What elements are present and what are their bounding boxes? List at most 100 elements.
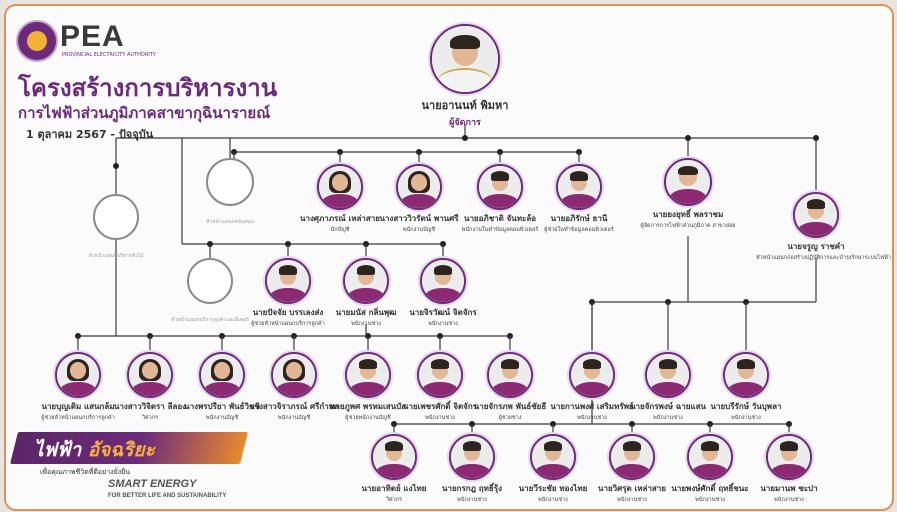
vacant-card: หัวหน้าแผนกบริหารทั่วไป [56,194,176,259]
staff-role: ผู้ช่วยหัวหน้าแผนกบริการลูกค้า [251,321,325,327]
staff-avatar [417,352,463,398]
staff-name: นายจรูญ ราชคำ [787,242,845,251]
connector-node [813,135,819,141]
staff-card: นางสาววิจิตรา ลีลอง วิศวกร [90,352,210,422]
vacant-role: หัวหน้าแผนกสนับสนุน [206,219,254,225]
vacant-role: หัวหน้าแผนกบริการลูกค้าและมิเตอร์ [171,317,249,323]
staff-card: นายอภิชาติ จันทะล้อ พนักงานในทำข้อมูลคอม… [440,164,560,234]
staff-role: พนักงานช่าง [653,415,683,421]
staff-card: นายมนัส กลิ่นพุฒ พนักงานช่าง [306,258,426,328]
staff-avatar [345,352,391,398]
staff-avatar [687,434,733,480]
staff-avatar [127,352,173,398]
staff-name: นายวิศรุต เหล่าสาย [598,484,666,493]
staff-avatar [343,258,389,304]
staff-card: นายอาทิตย์ แงไทย วิศวกร [334,434,454,504]
staff-role: พนักงานช่าง [617,497,647,503]
staff-name: นายกานพงศ์ เสริมทรัพย์ [550,402,634,411]
staff-card: นายจรูญ ราชคำ หัวหน้าแผนกก่อสร้างปฏิบัติ… [756,192,891,262]
staff-card: นายเพชรศักดิ์ จิตจักร พนักงานช่าง [380,352,500,422]
staff-role: พนักงานช่าง [538,497,568,503]
staff-card: นายพงษ์ศักดิ์ ฤทธิ์ชนะ พนักงานช่าง [650,434,770,504]
staff-role: พนักงานช่าง [774,497,804,503]
staff-card: นายปัจจัย บรรเลงส่ง ผู้ช่วยหัวหน้าแผนกบร… [228,258,348,328]
staff-name: นายอภิชาติ จันทะล้อ [463,214,537,223]
staff-name: นายมนัส กลิ่นพุฒ [335,308,397,317]
staff-card: นางสาววิวรัตน์ พานศรี พนักงานบัญชี [359,164,479,234]
staff-name: นายเพชรศักดิ์ จิตจักร [403,402,477,411]
staff-avatar [487,352,533,398]
staff-card: นางศุภาภรณ์ เหล่าสาย นักบัญชี [280,164,400,234]
staff-name: นายภูพศ พรหมเสนบัส [329,402,407,411]
staff-role: พนักงานช่าง [577,415,607,421]
staff-name: นางสาวจิราภรณ์ ศรีกำพล [249,402,339,411]
staff-avatar [265,258,311,304]
staff-role: พนักงานบัญชี [205,415,239,421]
staff-name: นางสาววิจิตรา ลีลอง [113,402,187,411]
staff-avatar [371,434,417,480]
staff-card: นายบรีรักษ์ วันบุพลา พนักงานช่าง [686,352,806,422]
staff-role: พนักงานช่าง [695,497,725,503]
staff-avatar [664,158,712,206]
staff-role: ผู้จัดการการไฟฟ้าส่วนภูมิภาค สาขาย่อย [640,223,736,229]
org-chart-board: PEA PROVINCIAL ELECTRICITY AUTHORITY โคร… [4,4,894,511]
logo-subtext: PROVINCIAL ELECTRICITY AUTHORITY [62,52,156,58]
staff-name: นายบรีรักษ์ วันบุพลา [710,402,782,411]
staff-name: นางพรปรียา พันธ์วิชชิ [184,402,260,411]
staff-name: นายพงษ์ศักดิ์ ฤทธิ์ชนะ [671,484,749,493]
staff-card: นายภูพศ พรหมเสนบัส ผู้ช่วยพนักงานบัญชี [308,352,428,422]
staff-card: นายจิรวัฒน์ จิตจักร พนักงานช่าง [383,258,503,328]
staff-role: ผู้ช่วยในทำข้อมูลคอมพิวเตอร์ [544,227,614,233]
staff-name: นายปัจจัย บรรเลงส่ง [252,308,324,317]
staff-name: นายอภิรักษ์ ธานี [550,214,608,223]
pea-emblem-icon [16,20,58,62]
brand-title: ไฟฟ้า อัจฉริยะ [34,435,155,465]
staff-card: นายวีระชัย ทองไทย พนักงานช่าง [493,434,613,504]
staff-role: พนักงานช่าง [351,321,381,327]
staff-role: พนักงานช่าง [457,497,487,503]
staff-card: นายบุญเติม แสนกล้ม ผู้ช่วยหัวหน้าแผนกบริ… [18,352,138,422]
staff-name: นายจักรภพ พันธ์ชัยธี [473,402,547,411]
staff-avatar [199,352,245,398]
manager-name: นายอานนท์ พิมหา [421,99,509,112]
staff-role: พนักงานช่าง [428,321,458,327]
staff-role: พนักงานบัญชี [402,227,436,233]
staff-card: นายจักรภพ พันธ์ชัยธี ผู้ช่วยช่าง [450,352,570,422]
staff-avatar [793,192,839,238]
staff-avatar [530,434,576,480]
staff-card: นายจักรพงษ์ ฉายแสน พนักงานช่าง [608,352,728,422]
staff-name: นายบุญเติม แสนกล้ม [41,402,115,411]
smart-energy-brand: ไฟฟ้า อัจฉริยะ เพื่อคุณภาพชีวิตที่ดีอย่า… [10,432,254,504]
brand-title-b: อัจฉริยะ [87,439,155,461]
staff-card: นางสาวจิราภรณ์ ศรีกำพล พนักงานบัญชี [234,352,354,422]
staff-card: นายกานพงศ์ เสริมทรัพย์ พนักงานช่าง [532,352,652,422]
staff-role: พนักงานช่าง [731,415,761,421]
staff-avatar [609,434,655,480]
staff-name: นายอาทิตย์ แงไทย [361,484,427,493]
staff-avatar [55,352,101,398]
page-title: โครงสร้างการบริหารงาน [18,74,278,102]
vacant-avatar [187,258,233,304]
logo-text: PEA [60,20,125,53]
staff-name: นายกรกฎ ฤทธิ์รุ้ง [442,484,502,493]
staff-name: นายจักรพงษ์ ฉายแสน [630,402,706,411]
manager-card: นายอานนท์ พิมหา ผู้จัดการ [405,24,525,129]
staff-card: นางพรปรียา พันธ์วิชชิ พนักงานบัญชี [162,352,282,422]
page-subtitle: การไฟฟ้าส่วนภูมิภาคสาขากุฉินารายณ์ [18,104,271,122]
vacant-card: หัวหน้าแผนกบริการลูกค้าและมิเตอร์ [150,258,270,323]
brand-smart-energy-sub: FOR BETTER LIFE AND SUSTAINABILITY [108,493,227,499]
connector-node [113,163,119,169]
staff-role: นักบัญชี [330,227,350,233]
vacant-avatar [206,158,254,206]
staff-avatar [569,352,615,398]
staff-avatar [449,434,495,480]
brand-tagline: เพื่อคุณภาพชีวิตที่ดีอย่างยั่งยืน [40,468,130,476]
vacant-card: หัวหน้าแผนกสนับสนุน [170,158,290,225]
staff-card: นายยงยุทธิ์ พลราชม ผู้จัดการการไฟฟ้าส่วน… [628,158,748,230]
staff-name: นางสาววิวรัตน์ พานศรี [379,214,459,223]
staff-avatar [645,352,691,398]
staff-card: นายวิศรุต เหล่าสาย พนักงานช่าง [572,434,692,504]
brand-smart-energy: SMART ENERGY [108,478,197,490]
connector-node [685,135,691,141]
staff-avatar [766,434,812,480]
